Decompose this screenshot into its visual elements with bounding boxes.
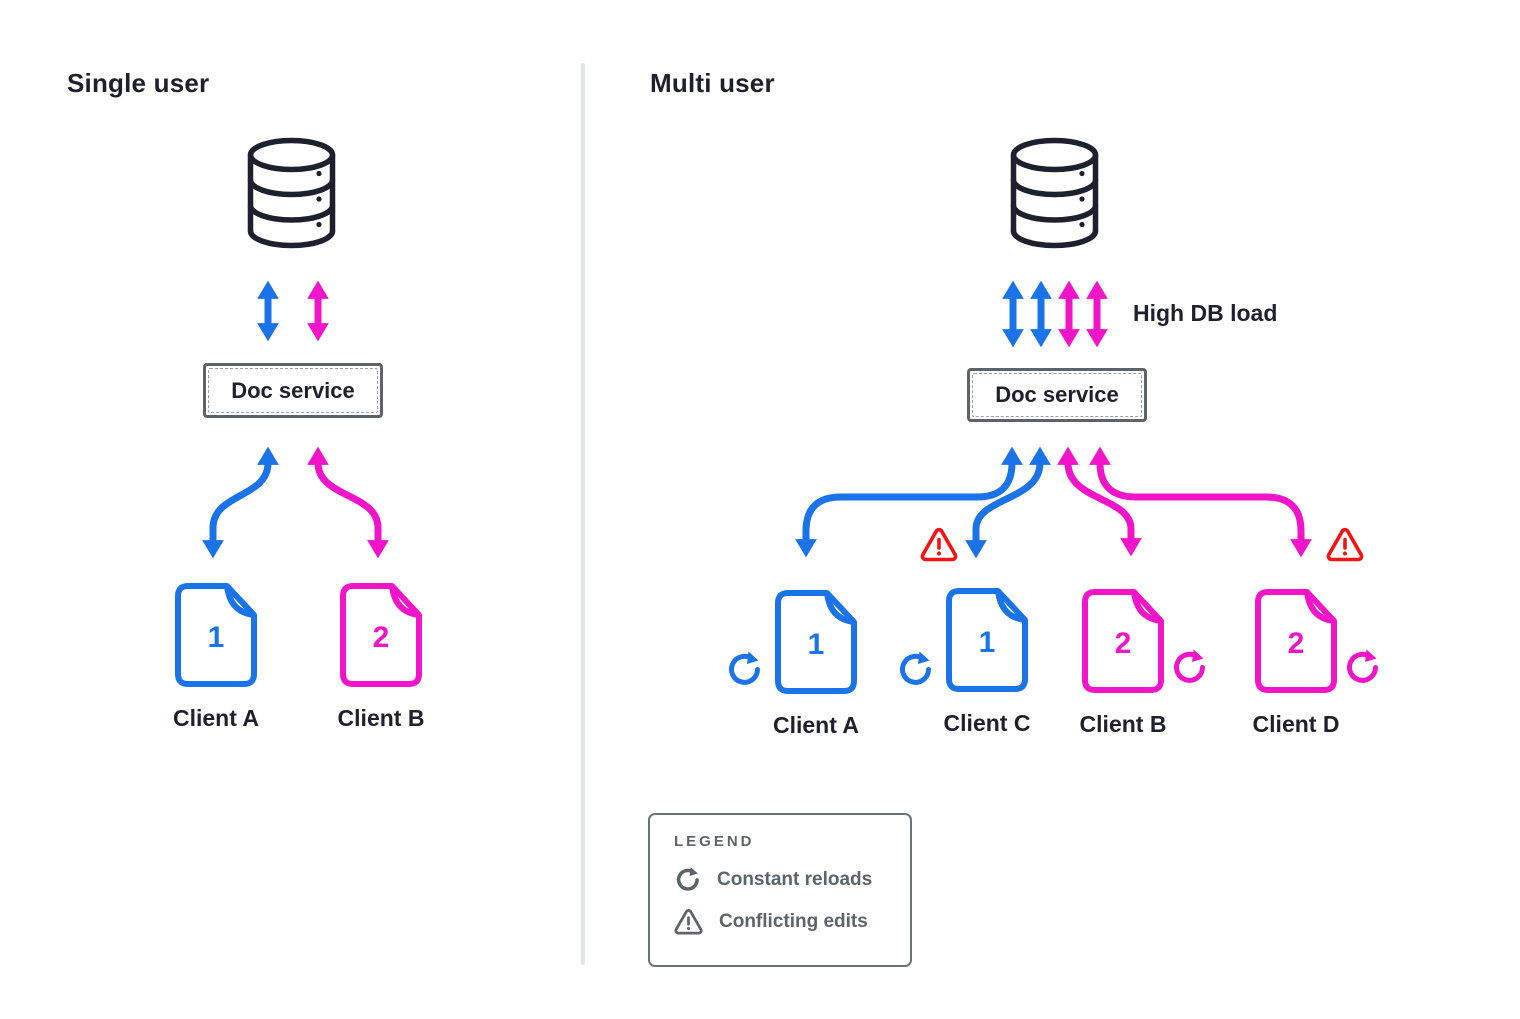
reload-icon [1347,649,1378,683]
document-icon [946,588,1028,692]
doc-service-label: Doc service [231,377,355,403]
panel-divider [581,63,585,965]
document-icon [1255,589,1337,693]
client-label: Client A [772,712,860,738]
document-icon [775,590,857,694]
document-number: 1 [207,621,225,654]
reload-icon [1174,649,1205,683]
client-a-right: 1 Client A [772,590,860,740]
document-icon [175,583,257,687]
legend-item-conflicting-edits: Conflicting edits [674,908,890,936]
doc-service-box: Doc service [967,368,1147,422]
client-label: Client C [943,710,1031,736]
client-label: Client B [1079,711,1167,737]
client-d-right: 2 Client D [1252,589,1340,739]
high-db-load-label: High DB load [1133,300,1278,326]
service-client-arrow-blue [965,446,1051,559]
legend-item-label: Conflicting edits [719,911,868,932]
database-icon [1010,137,1099,249]
service-client-arrow-blue [202,446,279,559]
service-client-arrow-magenta [1057,446,1142,557]
document-number: 2 [372,621,390,654]
service-client-arrow-magenta [307,446,389,559]
document-number: 2 [1287,627,1305,660]
document-number: 1 [807,628,825,661]
reload-icon [676,867,699,891]
document-number: 2 [1114,627,1132,660]
legend-item-label: Constant reloads [717,868,873,890]
service-client-arrow-magenta [1089,446,1312,558]
document-icon [1082,589,1164,693]
reload-icon [900,651,931,685]
doc-service-box: Doc service [203,363,383,418]
client-label: Client D [1252,711,1340,737]
document-icon [340,583,422,687]
client-label: Client B [337,705,425,731]
legend-box: LEGEND Constant reloads Conflicting edit… [648,813,912,967]
doc-service-label: Doc service [995,382,1119,407]
client-b-left: 2 Client B [337,583,425,733]
client-c-right: 1 Client C [943,588,1031,738]
reload-icon [729,651,760,685]
client-b-right: 2 Client B [1079,589,1167,739]
multi-user-title: Multi user [650,68,775,98]
legend-title: LEGEND [674,833,755,850]
single-user-title: Single user [67,68,210,98]
warning-icon [920,527,958,562]
client-a-left: 1 Client A [172,583,260,733]
warning-icon [1326,527,1364,562]
document-number: 1 [978,626,996,659]
legend-item-constant-reloads: Constant reloads [674,866,890,893]
client-label: Client A [172,705,260,731]
service-client-arrow-blue [795,446,1023,558]
warning-icon [674,909,703,935]
database-icon [247,137,336,249]
